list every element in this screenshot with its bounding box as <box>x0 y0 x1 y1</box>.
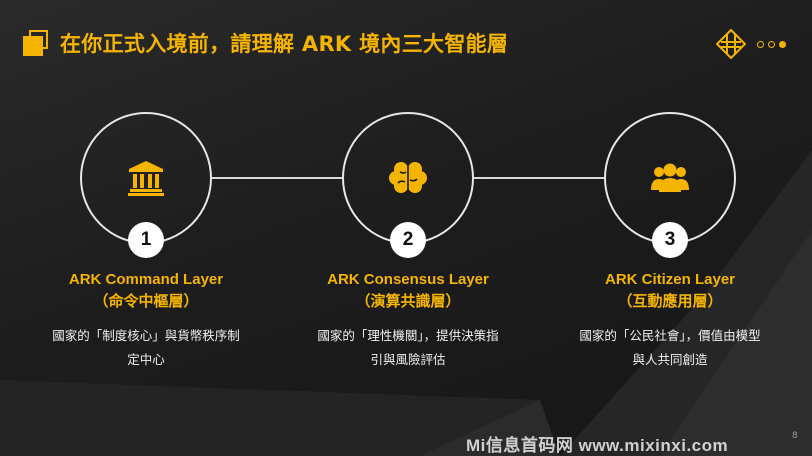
pager-dot-2 <box>768 40 775 48</box>
layer-node-3: 3 <box>604 112 736 258</box>
layer-subtitle: （互動應用層） <box>617 292 723 310</box>
layer-node-2: 2 <box>342 112 474 258</box>
layer-number-badge: 1 <box>128 222 164 258</box>
layer-name: ARK Citizen Layer <box>604 271 736 288</box>
title-square-icon <box>23 30 49 56</box>
connector-line-2-3 <box>474 177 606 179</box>
site-watermark: Mi信息首码网 www.mixinxi.com <box>466 436 729 455</box>
layer-description: 國家的「公民社會」，價值由模型 與人共同創造 <box>555 324 785 372</box>
layer-description-line: 國家的「制度核心」與貨幣秩序制 <box>52 328 240 343</box>
bank-building-icon <box>128 161 164 196</box>
pager-dot-1 <box>757 40 764 48</box>
layer-description: 國家的「理性機關」，提供決策指 引與風險評估 <box>293 324 523 372</box>
layer-card-2: ARK Consensus Layer （演算共識層） 國家的「理性機關」，提供… <box>293 270 523 372</box>
connector-line-1-2 <box>212 177 344 179</box>
layer-card-3: ARK Citizen Layer （互動應用層） 國家的「公民社會」，價值由模… <box>555 270 785 372</box>
layer-description-line: 與人共同創造 <box>632 352 708 367</box>
layer-card-1: ARK Command Layer （命令中樞層） 國家的「制度核心」與貨幣秩序… <box>31 270 261 372</box>
layer-description-line: 國家的「理性機關」，提供決策指 <box>317 328 499 343</box>
layer-number-badge: 2 <box>390 222 426 258</box>
users-group-icon <box>651 163 689 192</box>
pager-dot-3-active <box>779 40 786 48</box>
layer-node-1: 1 <box>80 112 212 258</box>
slide-pager <box>757 39 786 49</box>
layer-subtitle: （命令中樞層） <box>93 292 199 310</box>
layer-subtitle: （演算共識層） <box>355 292 461 310</box>
page-number: 8 <box>792 431 798 441</box>
slide-title: 在你正式入境前，請理解 ARK 境內三大智能層 <box>60 32 509 56</box>
layer-name: ARK Command Layer <box>68 271 224 288</box>
layer-description: 國家的「制度核心」與貨幣秩序制 定中心 <box>31 324 261 372</box>
layer-description-line: 引與風險評估 <box>370 352 446 367</box>
slide-header: 在你正式入境前，請理解 ARK 境內三大智能層 <box>0 0 812 90</box>
layer-description-line: 定中心 <box>127 352 165 367</box>
layer-number-badge: 3 <box>652 222 688 258</box>
brain-icon <box>389 162 427 194</box>
layer-name: ARK Consensus Layer <box>327 271 489 288</box>
ark-logo-icon <box>716 29 746 59</box>
layer-description-line: 國家的「公民社會」，價值由模型 <box>579 328 761 343</box>
